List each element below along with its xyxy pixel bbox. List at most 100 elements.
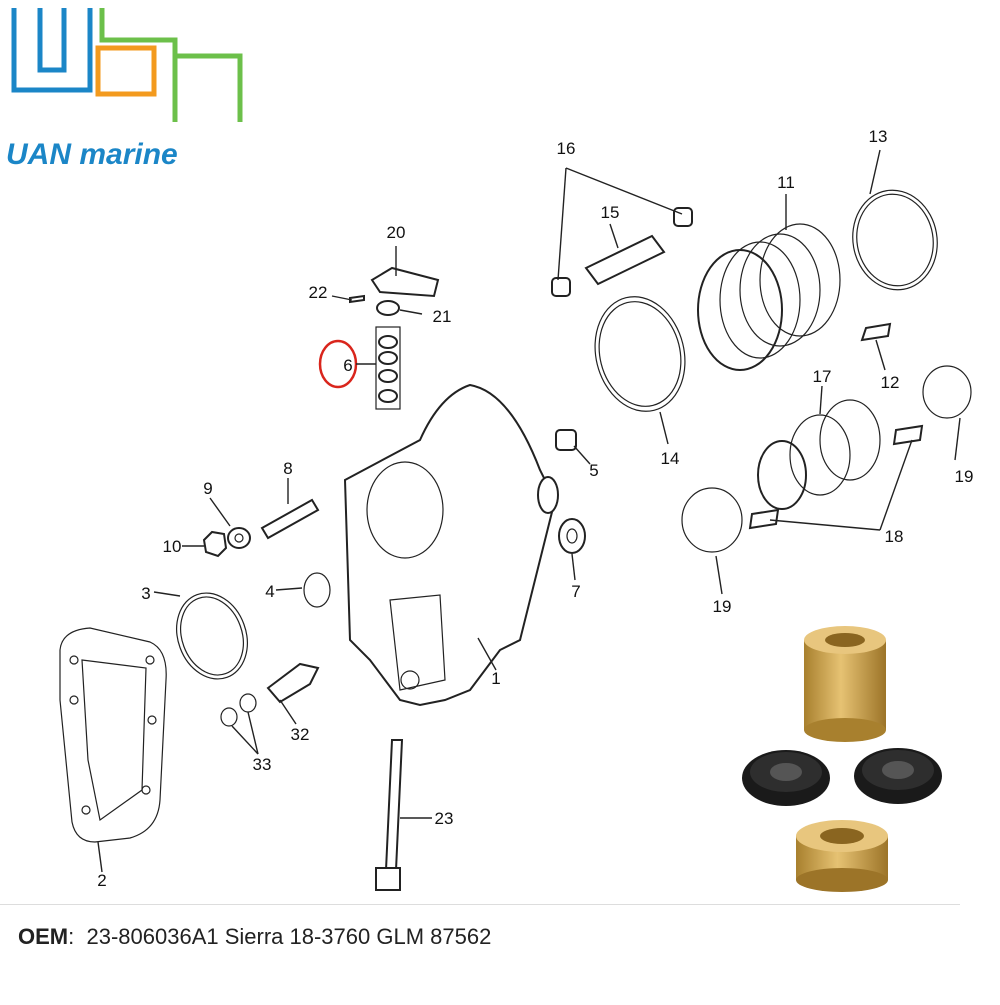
bronze-bushing-short-bottom: [796, 868, 888, 892]
bellows-rib: [759, 223, 841, 337]
bellows-17-front: [757, 440, 807, 510]
bellows-17-rib: [789, 414, 851, 496]
callout-21: 21: [433, 307, 452, 326]
housing-bolt: [400, 670, 420, 690]
callout-18: 18: [885, 527, 904, 546]
logo-blue-u-shape: [11, 8, 93, 93]
bearing-seal: [378, 335, 398, 349]
callout-14: 14: [661, 449, 680, 468]
callout-16: 16: [557, 139, 576, 158]
logo-orange-box: [95, 45, 157, 97]
bearing-seal: [378, 351, 398, 365]
callout-10: 10: [163, 537, 182, 556]
part-o-ring-large-inner: [180, 596, 244, 676]
logo-green-shape-2: [175, 53, 243, 122]
bellows-rib: [719, 241, 801, 359]
gasket-hole: [147, 715, 157, 725]
gasket-hole: [145, 655, 155, 665]
part-o-ring-33b: [239, 693, 257, 713]
oem-separator: :: [68, 924, 75, 949]
bronze-bushing-tall-bore: [825, 633, 865, 647]
part-clip-12: [860, 322, 892, 342]
brand-name: UAN marine: [6, 138, 178, 171]
callout-19-left: 19: [713, 597, 732, 616]
part-clamp-13: [852, 189, 938, 291]
callout-labels: 1 2 3 4 5 6 7 8 9 10 11 12 13 14 15 16 1…: [97, 127, 973, 890]
part-bracket: [370, 266, 440, 298]
brand-logo: UAN marine: [6, 8, 243, 171]
callout-33: 33: [253, 755, 272, 774]
housing-pocket: [389, 594, 446, 691]
part-o-ring-large: [176, 592, 248, 680]
part-clamp-13-inner: [856, 193, 934, 287]
product-photo: [742, 626, 942, 892]
oem-line: OEM: 23-806036A1 Sierra 18-3760 GLM 8756…: [18, 924, 491, 950]
part-shift-bellows: [757, 399, 881, 510]
gasket-hole: [69, 695, 79, 705]
callout-4: 4: [265, 582, 274, 601]
gasket-inner: [81, 659, 147, 822]
housing-bore: [366, 461, 444, 559]
part-stud: [260, 498, 320, 540]
part-clip-18a: [892, 424, 924, 446]
bronze-bushing-tall-bottom: [804, 718, 886, 742]
part-clamp-16b: [673, 207, 693, 227]
callout-8: 8: [283, 459, 292, 478]
callout-17: 17: [813, 367, 832, 386]
part-washer-7-hole: [566, 528, 578, 544]
footer-separator: [0, 904, 960, 905]
callout-15: 15: [601, 203, 620, 222]
part-clamp-19a: [922, 365, 972, 419]
callout-6: 6: [343, 356, 352, 375]
callout-13: 13: [869, 127, 888, 146]
callout-23: 23: [435, 809, 454, 828]
part-shift-shaft: [266, 662, 320, 704]
callout-5: 5: [589, 461, 598, 480]
seal-left-bore: [770, 763, 802, 781]
gasket-hole: [81, 805, 91, 815]
housing-outline: [343, 383, 557, 707]
part-exhaust-bellows: [697, 223, 841, 371]
gasket-outline: [59, 627, 167, 843]
callout-22: 22: [309, 283, 328, 302]
part-tube: [584, 234, 666, 286]
logo-blue-inner-shape: [37, 8, 67, 73]
part-nut: [202, 530, 228, 558]
oem-value: 23-806036A1 Sierra 18-3760 GLM 87562: [86, 924, 492, 949]
part-shift-rod: [384, 739, 404, 871]
part-fitting: [555, 429, 577, 451]
part-ring-14-inner: [598, 301, 682, 407]
part-o-ring-small: [303, 572, 331, 608]
callout-2: 2: [97, 871, 106, 890]
part-bearing-kit: [375, 326, 401, 410]
housing-pivot: [537, 476, 559, 514]
part-gimbal-housing: [343, 383, 559, 707]
part-washer-21: [376, 300, 400, 316]
part-pin: [349, 294, 365, 304]
bearing-bushing: [378, 389, 398, 403]
oem-label: OEM: [18, 924, 69, 949]
bearing-bushing: [378, 369, 398, 383]
part-clamp-19b: [681, 487, 743, 553]
part-clamp-16a: [551, 277, 571, 297]
callout-9: 9: [203, 479, 212, 498]
callout-32: 32: [291, 725, 310, 744]
callout-12: 12: [881, 373, 900, 392]
part-o-ring-33a: [220, 707, 238, 727]
part-washer: [227, 527, 251, 549]
part-ring-14: [594, 296, 686, 412]
bronze-bushing-tall: [804, 640, 886, 730]
part-shift-rod-end: [375, 867, 401, 891]
part-clip-18b: [748, 508, 780, 530]
callout-3: 3: [141, 584, 150, 603]
bellows-17-rib: [819, 399, 881, 481]
part-gasket: [59, 627, 167, 843]
stud-body: [260, 498, 320, 540]
bronze-bushing-short-bore: [820, 828, 864, 844]
part-washer-hole: [234, 533, 244, 543]
callout-1: 1: [491, 669, 500, 688]
callout-19-right: 19: [955, 467, 974, 486]
gasket-hole: [69, 655, 79, 665]
leader-lines: [97, 149, 961, 873]
